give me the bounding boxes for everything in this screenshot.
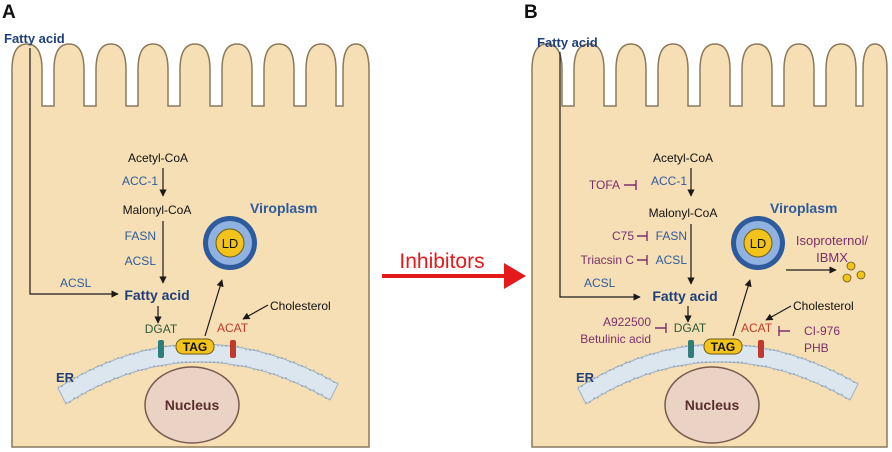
triacsin-inhibitor: Triacsin C bbox=[580, 253, 634, 267]
nucleus-b bbox=[664, 366, 760, 444]
inhibitors-transition: Inhibitors bbox=[382, 250, 526, 289]
lipid-fragment-2 bbox=[856, 270, 866, 280]
er-label-a: ER bbox=[56, 370, 75, 385]
c75-inhibitor: C75 bbox=[612, 229, 634, 243]
panel-a: A ER Nucleus TAG Fatty acid ACSL Acetyl-… bbox=[2, 2, 370, 448]
cholesterol-a: Cholesterol bbox=[270, 299, 331, 313]
dgat-a: DGAT bbox=[145, 322, 178, 336]
panel-b: B ER Nucleus TAG Fatty acid ACSL Acetyl-… bbox=[524, 2, 888, 448]
nucleus-label-b: Nucleus bbox=[685, 397, 740, 413]
malonyl-coa-b: Malonyl-CoA bbox=[649, 206, 718, 220]
dgat-channel-a bbox=[158, 340, 164, 358]
acsl-inner-a: ACSL bbox=[125, 254, 157, 268]
panel-letter-b: B bbox=[524, 2, 538, 23]
ibmx-label: IBMX bbox=[816, 250, 848, 265]
fatty-acid-input-b: Fatty acid bbox=[537, 35, 598, 50]
acetyl-coa-a: Acetyl-CoA bbox=[128, 151, 188, 165]
lipid-fragment-3 bbox=[842, 273, 852, 283]
viroplasm-label-b: Viroplasm bbox=[770, 200, 837, 216]
ld-label-b: LD bbox=[750, 236, 767, 251]
acat-a: ACAT bbox=[217, 321, 249, 335]
dgat-b: DGAT bbox=[674, 321, 707, 335]
fasn-a: FASN bbox=[125, 229, 156, 243]
cell-body-a bbox=[11, 43, 370, 448]
tag-pill-a bbox=[175, 338, 215, 355]
acat-channel-b bbox=[758, 340, 764, 358]
tag-pill-b bbox=[703, 338, 743, 355]
nucleus-label-a: Nucleus bbox=[165, 397, 220, 413]
a922500-inhibitor: A922500 bbox=[603, 315, 651, 329]
acsl-outer-b: ACSL bbox=[584, 276, 616, 290]
er-label-b: ER bbox=[576, 370, 595, 385]
nucleus-a bbox=[144, 366, 240, 444]
panel-letter-a: A bbox=[2, 2, 16, 23]
tag-label-a: TAG bbox=[183, 340, 207, 354]
inhibitors-arrowhead bbox=[504, 263, 526, 289]
inhibitors-label: Inhibitors bbox=[399, 250, 484, 273]
ci976-inhibitor: CI-976 bbox=[804, 324, 840, 338]
cell-body-b bbox=[531, 43, 888, 448]
fatty-acid-b: Fatty acid bbox=[652, 288, 717, 304]
ld-label-a: LD bbox=[222, 236, 239, 251]
phb-inhibitor: PHB bbox=[804, 341, 829, 355]
fasn-b: FASN bbox=[656, 229, 687, 243]
lipid-droplet-a bbox=[215, 228, 245, 258]
fatty-acid-input-a: Fatty acid bbox=[4, 31, 65, 46]
tag-label-b: TAG bbox=[711, 340, 735, 354]
viroplasm-label-a: Viroplasm bbox=[250, 200, 317, 216]
tofa-inhibitor: TOFA bbox=[589, 178, 620, 192]
isoproterenol-label: Isoproternol/ bbox=[796, 233, 869, 248]
cholesterol-b: Cholesterol bbox=[793, 299, 854, 313]
malonyl-coa-a: Malonyl-CoA bbox=[123, 203, 192, 217]
acat-channel-a bbox=[230, 340, 236, 358]
fatty-acid-a: Fatty acid bbox=[124, 287, 189, 303]
lipid-droplet-b bbox=[743, 228, 773, 258]
acetyl-coa-b: Acetyl-CoA bbox=[653, 151, 713, 165]
acc1-b: ACC-1 bbox=[651, 174, 687, 188]
betulinic-inhibitor: Betulinic acid bbox=[580, 332, 651, 346]
acsl-inner-b: ACSL bbox=[656, 253, 688, 267]
lipid-fragment-1 bbox=[846, 261, 856, 271]
dgat-channel-b bbox=[688, 340, 694, 358]
acat-b: ACAT bbox=[741, 321, 773, 335]
acsl-outer-a: ACSL bbox=[60, 276, 92, 290]
acc1-a: ACC-1 bbox=[122, 174, 158, 188]
